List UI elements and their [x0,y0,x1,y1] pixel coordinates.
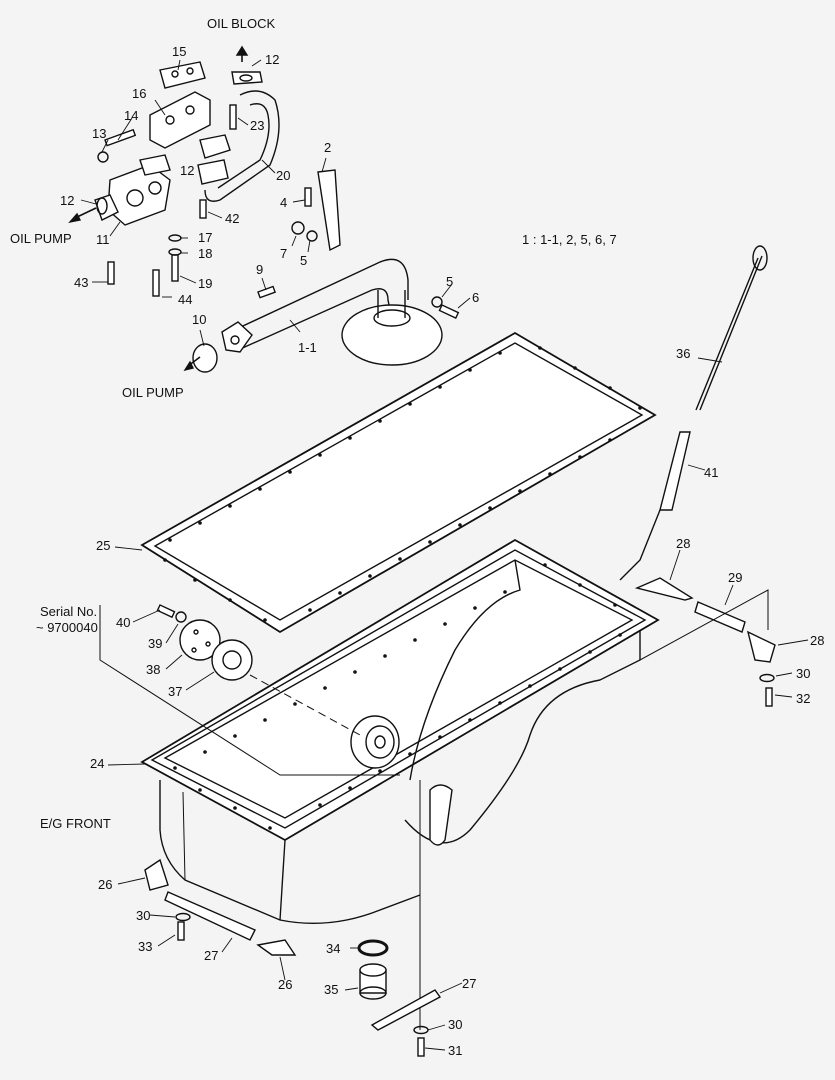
part-number: 19 [198,276,212,291]
oil-pan-24 [140,538,660,1030]
part-number: 41 [704,465,718,480]
label-oil-pump-left: OIL PUMP [10,231,72,246]
bracket-26b [256,939,297,956]
bracket-28a [634,577,694,601]
part-number: 32 [796,691,810,706]
label-serial-no: Serial No. [40,604,97,619]
bracket-26a [144,858,169,891]
part-number: 28 [810,633,824,648]
part-number: 9 [256,262,263,277]
part-number-callouts: 15 12 16 14 13 23 12 20 12 42 11 17 18 1… [60,44,824,1058]
part-number: 5 [300,253,307,268]
part-number: 18 [198,246,212,261]
label-oil-pump-bottom: OIL PUMP [122,385,184,400]
pump-block-16 [139,61,211,176]
part-number: 17 [198,230,212,245]
o-ring-34 [357,939,389,957]
part-number: 12 [265,52,279,67]
gasket-25 [140,331,657,634]
part-number: 23 [250,118,264,133]
leader-lines [80,59,809,1051]
part-number: 37 [168,684,182,699]
part-number: 16 [132,86,146,101]
gasket-bolt-holes [163,346,642,622]
cover-38 [179,619,221,661]
part-number: 6 [472,290,479,305]
part-number: 12 [60,193,74,208]
label-oil-block: OIL BLOCK [207,16,275,31]
part-number: 39 [148,636,162,651]
part-number: 14 [124,108,138,123]
part-number: 13 [92,126,106,141]
part-number: 34 [326,941,340,956]
strip-27a [164,891,256,941]
part-number: 36 [676,346,690,361]
pan-side-port [350,715,400,769]
part-number: 30 [796,666,810,681]
part-number: 28 [676,536,690,551]
part-number: 44 [178,292,192,307]
part-number: 10 [192,312,206,327]
part-number: 25 [96,538,110,553]
part-number: 5 [446,274,453,289]
label-eg-front: E/G FRONT [40,816,111,831]
drain-plug-35 [359,963,387,1000]
part-number: 24 [90,756,104,771]
washers [96,151,775,1035]
part-number: 12 [180,163,194,178]
part-number: 15 [172,44,186,59]
dipstick-guide-41 [619,431,691,581]
part-number: 31 [448,1043,462,1058]
dipstick-36 [695,245,768,411]
delivery-pipe-20 [197,71,280,202]
part-number: 27 [462,976,476,991]
bracket-28b [746,630,776,663]
gasket-37 [211,639,253,681]
part-number: 30 [448,1017,462,1032]
label-assembly-note: 1 : 1-1, 2, 5, 6, 7 [522,232,617,247]
part-number: 1-1 [298,340,317,355]
part-number: 38 [146,662,160,677]
strip-29 [694,601,746,633]
diagram-drawing [68,45,809,1057]
label-serial-range: ~ 9700040 [36,620,98,635]
part-number: 7 [280,246,287,261]
bracket-leader [639,589,769,661]
pan-bolt-holes [173,563,622,830]
part-number: 26 [278,977,292,992]
part-number: 4 [280,195,287,210]
part-number: 43 [74,275,88,290]
part-number: 30 [136,908,150,923]
part-number: 33 [138,939,152,954]
part-number: 11 [96,232,110,247]
serial-leader [99,605,400,776]
part-number: 42 [225,211,239,226]
part-number: 26 [98,877,112,892]
bracket-2 [317,169,341,252]
diagram-labels: OIL BLOCK OIL PUMP OIL PUMP Serial No. ~… [10,16,617,831]
cover-axis [249,674,361,736]
part-number: 35 [324,982,338,997]
part-number: 40 [116,615,130,630]
arrows [68,45,249,372]
part-number: 2 [324,140,331,155]
part-number: 27 [204,948,218,963]
part-number: 29 [728,570,742,585]
suction-pipe-1-1 [221,258,443,366]
part-number: 20 [276,168,290,183]
bolts [104,104,773,1057]
strip-27b [370,989,442,1031]
